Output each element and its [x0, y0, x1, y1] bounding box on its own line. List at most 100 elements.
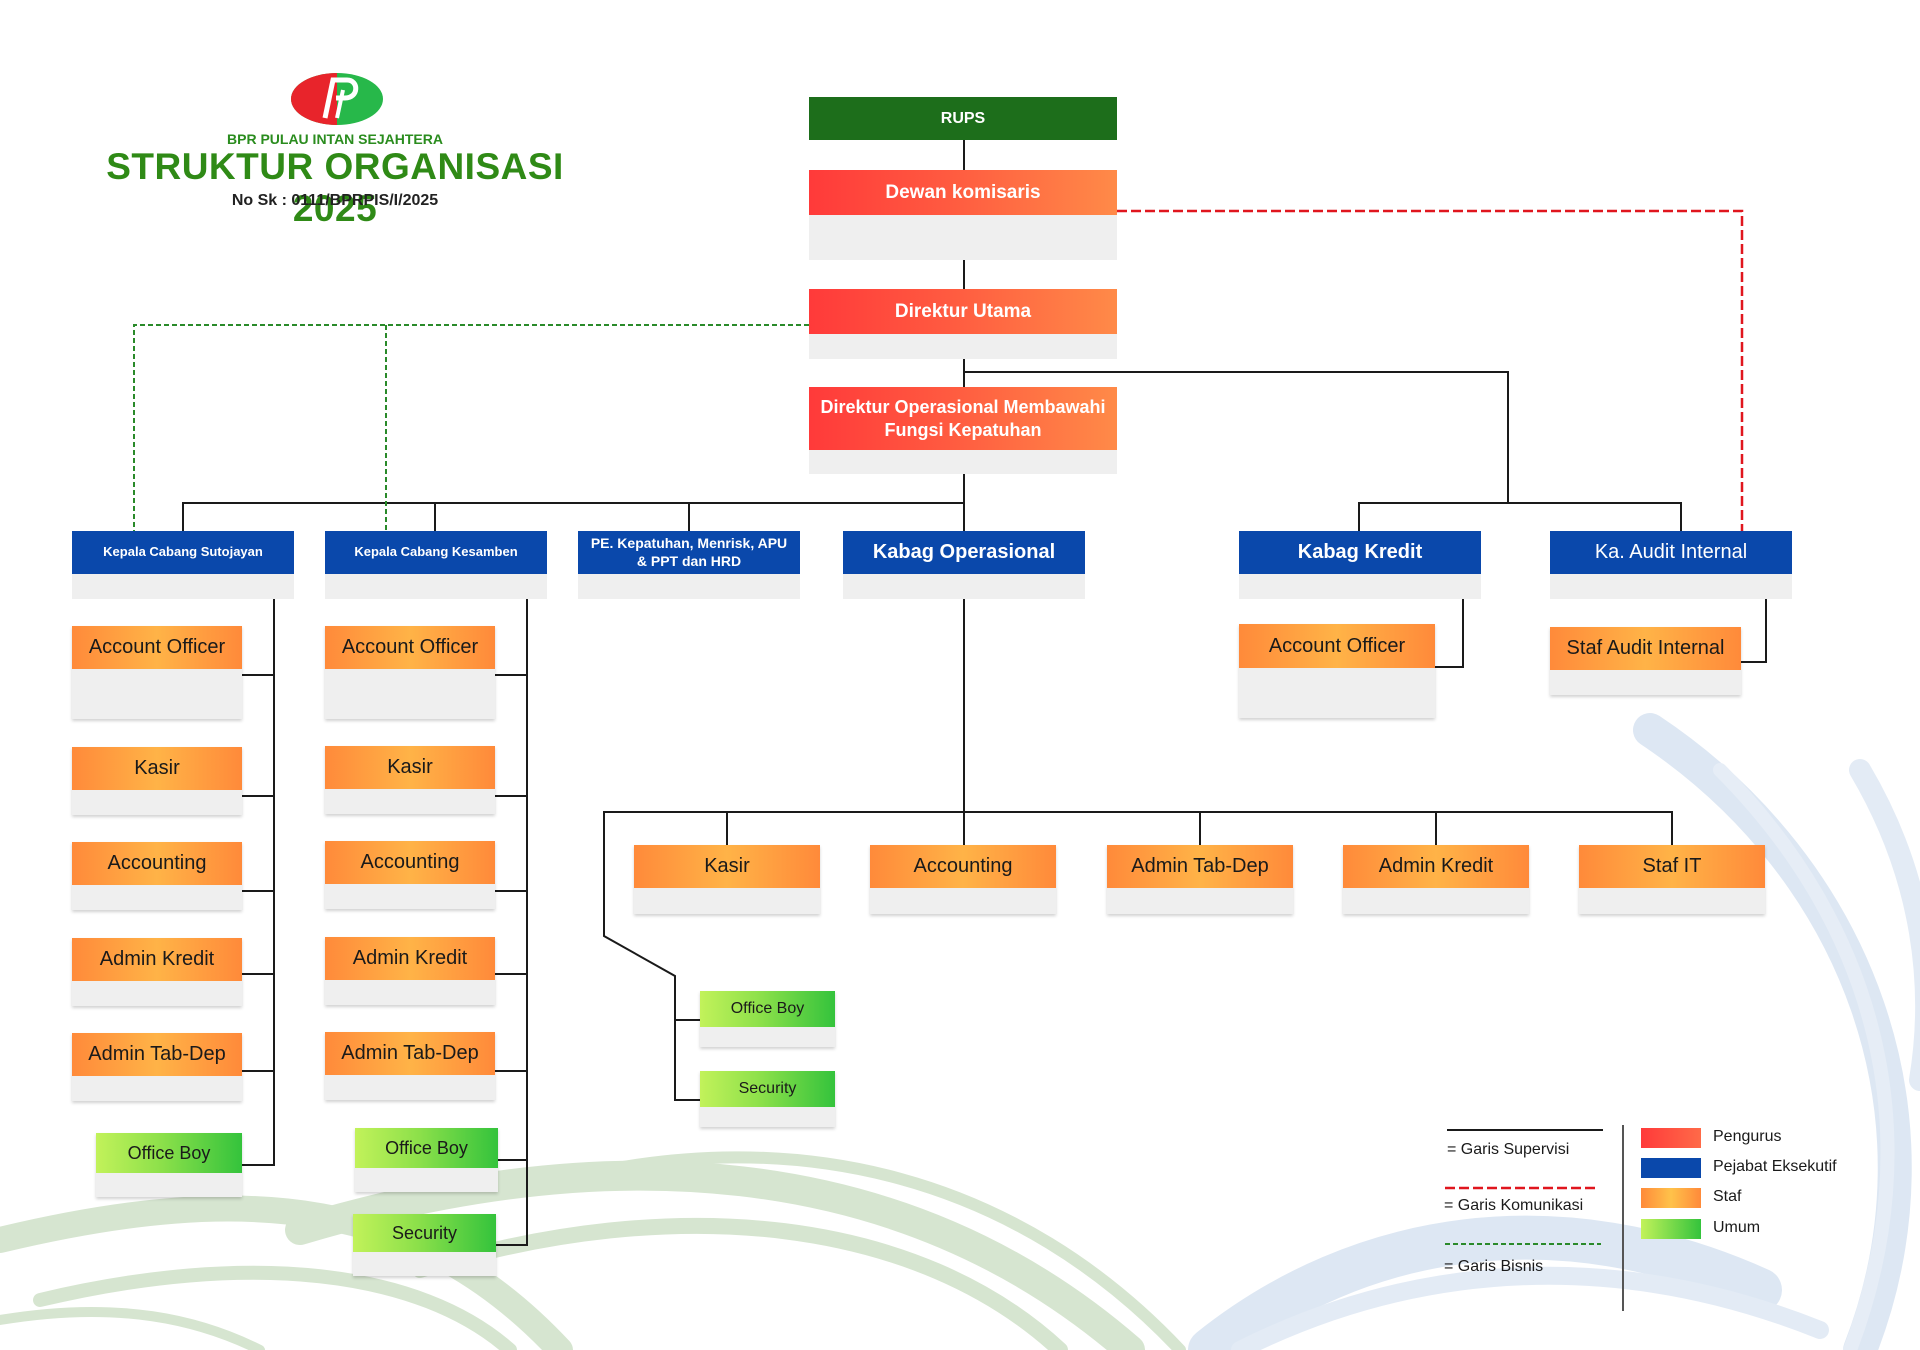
staff-box-operasional-kasir: Kasir: [634, 845, 820, 914]
node-label: Office Boy: [96, 1133, 242, 1173]
node-detail-panel: [72, 981, 242, 1006]
legend-komunikasi-label: = Garis Komunikasi: [1444, 1197, 1584, 1214]
legend-divider: [1622, 1125, 1624, 1311]
node-detail-panel: [809, 215, 1117, 260]
legend-swatch-pengurus: [1641, 1128, 1701, 1148]
node-detail-panel: [96, 1173, 242, 1197]
legend-swatch-umum: [1641, 1219, 1701, 1239]
node-pe-kepatuhan: PE. Kepatuhan, Menrisk, APU & PPT dan HR…: [578, 531, 800, 599]
staff-box-operasional-admin-tab-dep: Admin Tab-Dep: [1107, 845, 1293, 914]
staff-box-sutojayan-account-officer: Account Officer: [72, 626, 242, 719]
node-label: Account Officer: [1239, 624, 1435, 668]
node-detail-panel: [843, 574, 1085, 599]
supervisi-line: [242, 599, 275, 1166]
node-detail-panel: [1239, 574, 1481, 599]
node-label: Direktur Utama: [809, 289, 1117, 334]
node-detail-panel: [353, 1252, 496, 1276]
node-label: Kabag Operasional: [843, 531, 1085, 574]
staff-box-kredit-account-officer: Account Officer: [1239, 624, 1435, 718]
node-detail-panel: [634, 888, 820, 914]
node-detail-panel: [1550, 574, 1792, 599]
bisnis-line: [133, 324, 809, 531]
node-label: Office Boy: [355, 1128, 498, 1168]
supervisi-line: [496, 599, 528, 1246]
node-detail-panel: [1579, 888, 1765, 914]
node-label: Account Officer: [72, 626, 242, 669]
node-label: Admin Kredit: [325, 937, 495, 980]
supervisi-line: [1358, 502, 1682, 531]
node-detail-panel: [72, 1076, 242, 1101]
legend-swatch-pejabat-eksekutif: [1641, 1158, 1701, 1178]
supervisi-line: [1741, 599, 1767, 663]
node-label: Account Officer: [325, 626, 495, 669]
node-rups: RUPS: [809, 97, 1117, 140]
decree-number: No Sk : 0111/BPRPIS/I/2025: [231, 192, 439, 209]
node-kabag-kredit: Kabag Kredit: [1239, 531, 1481, 599]
node-label: Admin Tab-Dep: [72, 1033, 242, 1076]
staff-box-kesamben-account-officer: Account Officer: [325, 626, 495, 719]
node-detail-panel: [355, 1168, 498, 1192]
node-detail-panel: [1343, 888, 1529, 914]
node-label: Accounting: [325, 841, 495, 884]
node-label: Security: [700, 1071, 835, 1107]
staff-box-sutojayan-accounting: Accounting: [72, 842, 242, 910]
legend-bisnis-label: = Garis Bisnis: [1444, 1258, 1544, 1275]
node-label: Admin Kredit: [72, 938, 242, 981]
supervisi-line: [1435, 599, 1464, 668]
node-label: Ka. Audit Internal: [1550, 531, 1792, 574]
staff-box-sutojayan-admin-tab-dep: Admin Tab-Dep: [72, 1033, 242, 1101]
node-label: Kepala Cabang Sutojayan: [72, 531, 294, 574]
node-label: Office Boy: [700, 991, 835, 1027]
node-detail-panel: [325, 884, 495, 909]
node-detail-panel: [325, 789, 495, 814]
node-direktur-operasional: Direktur Operasional Membawahi Fungsi Ke…: [809, 387, 1117, 474]
staff-box-kesamben-admin-kredit: Admin Kredit: [325, 937, 495, 1005]
legend-supervisi-label: = Garis Supervisi: [1447, 1141, 1570, 1158]
node-direktur-utama: Direktur Utama: [809, 289, 1117, 359]
node-label: Direktur Operasional Membawahi Fungsi Ke…: [809, 387, 1117, 450]
node-label: Admin Kredit: [1343, 845, 1529, 888]
staff-box-sutojayan-kasir: Kasir: [72, 747, 242, 815]
node-detail-panel: [809, 450, 1117, 474]
node-detail-panel: [870, 888, 1056, 914]
general-box-kesamben-security: Security: [353, 1214, 496, 1276]
legend-label-pengurus: Pengurus: [1713, 1128, 1782, 1145]
node-dewan-komisaris: Dewan komisaris: [809, 170, 1117, 260]
node-label: Kasir: [634, 845, 820, 888]
node-detail-panel: [1550, 670, 1741, 695]
node-label: Kasir: [72, 747, 242, 790]
legend-label-staf: Staf: [1713, 1188, 1742, 1205]
organization-name: BPR PULAU INTAN SEJAHTERA: [227, 131, 443, 147]
node-detail-panel: [809, 334, 1117, 359]
supervisi-line: [182, 502, 964, 531]
node-label: Accounting: [72, 842, 242, 885]
node-detail-panel: [325, 1075, 495, 1100]
node-label: RUPS: [809, 97, 1117, 140]
node-detail-panel: [578, 574, 800, 599]
node-detail-panel: [1239, 668, 1435, 718]
node-detail-panel: [72, 669, 242, 719]
node-label: Staf Audit Internal: [1550, 627, 1741, 670]
page-title: STRUKTUR ORGANISASI 2025: [106, 146, 564, 229]
node-detail-panel: [72, 574, 294, 599]
node-label: Staf IT: [1579, 845, 1765, 888]
staff-box-operasional-staf-it: Staf IT: [1579, 845, 1765, 914]
node-kabag-operasional: Kabag Operasional: [843, 531, 1085, 599]
node-label: Dewan komisaris: [809, 170, 1117, 215]
supervisi-line: [603, 846, 700, 1101]
general-box-operasional-security: Security: [700, 1071, 835, 1127]
staff-box-operasional-accounting: Accounting: [870, 845, 1056, 914]
node-label: Admin Tab-Dep: [325, 1032, 495, 1075]
node-ka-audit-internal: Ka. Audit Internal: [1550, 531, 1792, 599]
legend-line-samples: [1445, 1129, 1603, 1245]
node-detail-panel: [325, 669, 495, 719]
staff-box-kesamben-kasir: Kasir: [325, 746, 495, 814]
bpr-logo-icon: [291, 73, 383, 125]
node-kepala-cabang-sutojayan: Kepala Cabang Sutojayan: [72, 531, 294, 599]
node-label: Security: [353, 1214, 496, 1252]
node-detail-panel: [1107, 888, 1293, 914]
node-detail-panel: [700, 1107, 835, 1127]
komunikasi-line: [1117, 209, 1744, 531]
general-box-operasional-office-boy: Office Boy: [700, 991, 835, 1047]
